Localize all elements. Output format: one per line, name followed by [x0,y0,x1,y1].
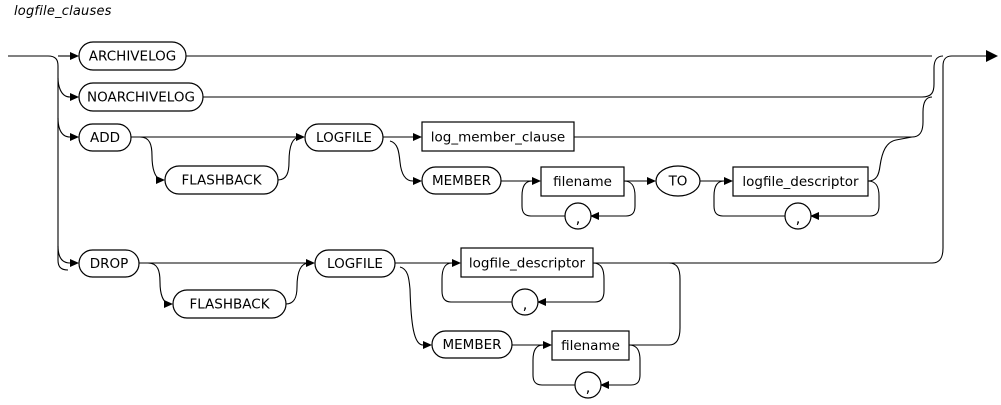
node-add-filename-comma[interactable] [564,202,592,230]
arrow-into-add-descriptor-comma [810,212,819,220]
arrow-into-noarchivelog [70,93,79,101]
page-title: logfile_clauses [14,4,112,19]
node-add-logfile-descriptor[interactable] [732,166,869,197]
entry-rail [8,55,71,271]
exit-arrow-icon [986,50,998,62]
arrow-into-drop-logfile-descriptor [452,259,461,267]
arrow-into-drop [70,259,79,267]
node-add-descriptor-comma-label: , [796,209,801,227]
node-drop-filename-label: filename [561,338,620,354]
node-add-filename[interactable] [540,166,625,197]
arrow-into-drop-descriptor-comma [537,298,546,306]
arrow-into-add-filename [532,177,541,185]
node-drop-filename-comma-label: , [586,378,591,396]
node-add-filename-comma-label: , [576,209,581,227]
arrow-into-add [70,133,79,141]
arrow-into-add-logfile [296,133,305,141]
node-drop-member-label: MEMBER [443,337,502,353]
node-add-logfile-label: LOGFILE [316,130,372,146]
arrow-into-drop-logfile [306,259,315,267]
node-to-label: TO [668,174,688,190]
arrow-into-to [647,177,656,185]
node-noarchivelog-label: NOARCHIVELOG [87,90,195,106]
node-drop-filename[interactable] [551,330,630,361]
node-add-descriptor-comma[interactable] [784,202,812,230]
branch-add: ADD FLASHBACK LOGFILE log_member_clause [70,96,933,230]
exit-rail [952,50,998,62]
node-drop-descriptor-comma-label: , [523,295,528,313]
node-drop-filename-comma[interactable] [574,371,602,399]
branch-drop: DROP FLASHBACK LOGFILE logfile_descripto… [70,55,953,399]
node-add-logfile-descriptor-label: logfile_descriptor [742,174,859,190]
arrow-into-log-member-clause [413,133,422,141]
node-add-member-label: MEMBER [432,173,491,189]
branch-noarchivelog: NOARCHIVELOG [70,55,944,112]
node-drop-descriptor-comma[interactable] [511,288,539,316]
arrow-into-add-member [413,177,422,185]
arrow-into-drop-member [423,341,432,349]
node-add-label: ADD [90,130,120,146]
arrow-into-drop-flashback [164,300,173,308]
arrow-into-drop-filename-comma [600,381,609,389]
arrow-into-archivelog [70,52,79,60]
node-drop-logfile-label: LOGFILE [327,256,383,272]
node-add-flashback-label: FLASHBACK [181,173,262,189]
node-archivelog-label: ARCHIVELOG [89,49,176,65]
arrow-into-add-logfile-descriptor [724,177,733,185]
node-log-member-clause-label: log_member_clause [431,130,565,146]
arrow-into-add-filename-comma [590,212,599,220]
node-drop-label: DROP [90,256,129,272]
branch-archivelog: ARCHIVELOG [58,41,932,71]
node-add-filename-label: filename [553,174,612,190]
arrow-into-drop-filename [543,341,552,349]
node-drop-flashback-label: FLASHBACK [189,297,270,313]
arrow-into-add-flashback [156,176,165,184]
node-log-member-clause[interactable] [421,121,575,152]
node-drop-logfile-descriptor-label: logfile_descriptor [469,256,586,272]
